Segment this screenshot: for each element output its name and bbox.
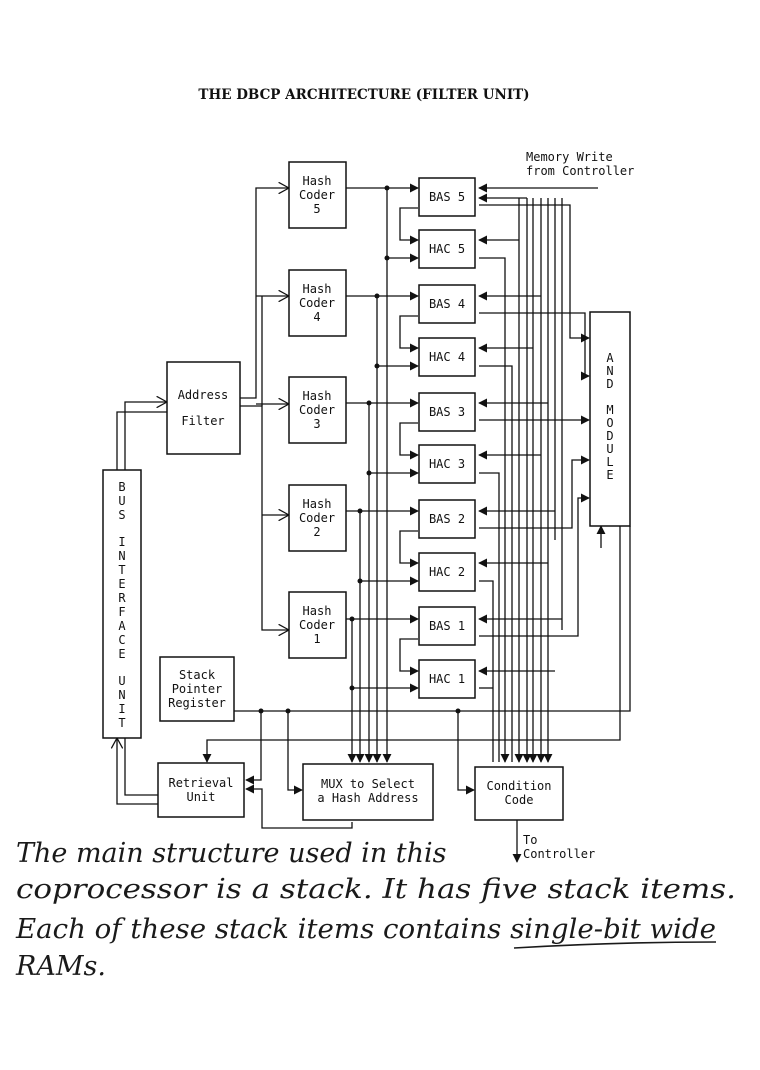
svg-text:HAC 2: HAC 2 [429, 565, 465, 579]
svg-text:M: M [606, 403, 613, 417]
svg-text:C: C [118, 633, 125, 647]
handwritten-note: The main structure used in this coproces… [15, 838, 736, 982]
mux-select-hash-address: MUX to Select a Hash Address [302, 763, 434, 821]
svg-text:T: T [118, 716, 125, 730]
svg-text:E: E [606, 468, 613, 482]
svg-text:a Hash Address: a Hash Address [317, 791, 418, 805]
svg-text:D: D [606, 377, 613, 391]
hash-coder-4: Hash Coder 4 [288, 269, 347, 337]
svg-text:S: S [118, 508, 125, 522]
svg-text:U: U [118, 674, 125, 688]
hac-1: HAC 1 [418, 659, 476, 699]
diagram-title: THE DBCP ARCHITECTURE (FILTER UNIT) [198, 87, 529, 103]
svg-text:Address: Address [178, 388, 229, 402]
svg-text:Hash: Hash [303, 174, 332, 188]
svg-text:D: D [606, 429, 613, 443]
svg-text:T: T [118, 563, 125, 577]
svg-text:N: N [118, 688, 125, 702]
svg-text:MUX to Select: MUX to Select [321, 777, 415, 791]
bas-4: BAS 4 [418, 284, 476, 324]
hash-coder-2: Hash Coder 2 [288, 484, 347, 552]
and-module: A N D M O D U L E [589, 311, 631, 527]
bas-1: BAS 1 [418, 606, 476, 646]
svg-text:HAC 5: HAC 5 [429, 242, 465, 256]
bas-2: BAS 2 [418, 499, 476, 539]
note-line-2: coprocessor is a stack. It has five stac… [16, 874, 736, 905]
svg-text:E: E [118, 577, 125, 591]
svg-text:3: 3 [313, 417, 320, 431]
wiring [117, 188, 631, 863]
to-controller-label-line1: To [523, 833, 537, 847]
note-underline [513, 941, 717, 949]
svg-text:Hash: Hash [303, 389, 332, 403]
svg-text:I: I [118, 702, 125, 716]
svg-text:4: 4 [313, 310, 320, 324]
svg-text:Coder: Coder [299, 296, 335, 310]
svg-text:Coder: Coder [299, 403, 335, 417]
hash-coder-5: Hash Coder 5 [288, 161, 347, 229]
bas-3: BAS 3 [418, 392, 476, 432]
svg-text:5: 5 [313, 202, 320, 216]
svg-text:Coder: Coder [299, 618, 335, 632]
bus-interface-unit: B U S I N T E R F A C E U N I T [102, 469, 142, 739]
svg-text:R: R [118, 591, 126, 605]
svg-text:F: F [118, 605, 125, 619]
note-line-3: Each of these stack items contains singl… [15, 914, 716, 945]
svg-text:L: L [606, 455, 613, 469]
hash-coder-1: Hash Coder 1 [288, 591, 347, 659]
svg-text:Hash: Hash [303, 282, 332, 296]
note-line-1: The main structure used in this [16, 838, 447, 869]
bas-5: BAS 5 [418, 177, 476, 217]
stack-pointer-register: Stack Pointer Register [159, 656, 235, 722]
memory-write-label-line1: Memory Write [526, 150, 613, 164]
svg-text:Hash: Hash [303, 497, 332, 511]
svg-text:Retrieval: Retrieval [168, 776, 233, 790]
svg-text:Hash: Hash [303, 604, 332, 618]
address-filter-block: Address Filter [166, 361, 241, 455]
svg-text:1: 1 [313, 632, 320, 646]
svg-text:BAS 4: BAS 4 [429, 297, 465, 311]
condition-code: Condition Code [474, 766, 564, 821]
svg-text:Pointer: Pointer [172, 682, 223, 696]
memory-write-label-line2: from Controller [526, 164, 634, 178]
svg-text:Stack: Stack [179, 668, 216, 682]
svg-text:BAS 2: BAS 2 [429, 512, 465, 526]
svg-text:Coder: Coder [299, 511, 335, 525]
svg-text:HAC 4: HAC 4 [429, 350, 465, 364]
svg-text:2: 2 [313, 525, 320, 539]
svg-text:Register: Register [168, 696, 226, 710]
svg-text:Condition: Condition [486, 779, 551, 793]
svg-text:A: A [118, 619, 126, 633]
hac-2: HAC 2 [418, 552, 476, 592]
svg-text:N: N [118, 549, 125, 563]
svg-text:Coder: Coder [299, 188, 335, 202]
retrieval-unit: Retrieval Unit [157, 762, 245, 818]
hac-4: HAC 4 [418, 337, 476, 377]
svg-text:HAC 3: HAC 3 [429, 457, 465, 471]
svg-text:N: N [606, 364, 613, 378]
svg-text:Code: Code [505, 793, 534, 807]
hash-coder-3: Hash Coder 3 [288, 376, 347, 444]
to-controller-label-line2: Controller [523, 847, 595, 861]
svg-text:I: I [118, 535, 125, 549]
svg-text:O: O [606, 416, 613, 430]
junction-dots [258, 185, 461, 714]
svg-text:U: U [606, 442, 613, 456]
hac-5: HAC 5 [418, 229, 476, 269]
svg-text:BAS 5: BAS 5 [429, 190, 465, 204]
hac-3: HAC 3 [418, 444, 476, 484]
svg-text:Unit: Unit [187, 790, 216, 804]
svg-text:A: A [606, 351, 614, 365]
svg-text:BAS 3: BAS 3 [429, 405, 465, 419]
svg-text:U: U [118, 494, 125, 508]
svg-text:Filter: Filter [181, 414, 224, 428]
svg-text:BAS 1: BAS 1 [429, 619, 465, 633]
svg-text:E: E [118, 647, 125, 661]
svg-text:HAC 1: HAC 1 [429, 672, 465, 686]
note-line-4: RAMs. [15, 951, 106, 982]
svg-text:B: B [118, 480, 125, 494]
